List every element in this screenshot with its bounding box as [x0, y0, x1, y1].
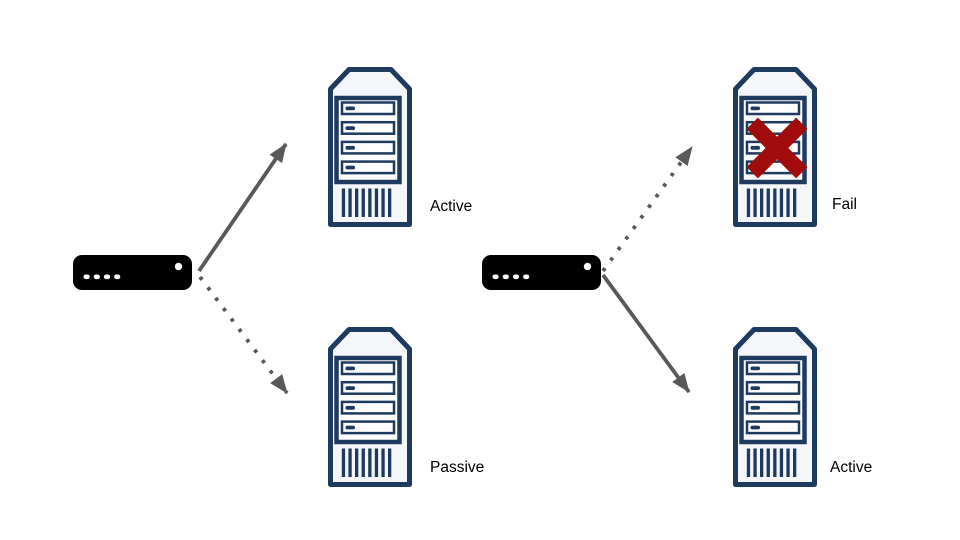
- right-cluster: [482, 70, 827, 485]
- server-label-fail-right: Fail: [832, 196, 857, 213]
- arrow-left-to-active-solid: [197, 142, 288, 273]
- network-device-icon: [482, 255, 601, 290]
- left-cluster: [73, 70, 410, 485]
- arrow-right-to-active-solid: [601, 273, 691, 394]
- server-label-passive-left: Passive: [430, 459, 485, 476]
- server-icon-active-right: [736, 330, 815, 485]
- network-device-icon: [73, 255, 192, 290]
- arrow-right-to-fail-dotted: [601, 145, 694, 273]
- server-label-active-left: Active: [430, 198, 473, 215]
- server-icon-passive-left: [331, 330, 410, 485]
- server-label-active-right: Active: [830, 459, 873, 476]
- arrow-left-to-passive-dotted: [198, 275, 289, 395]
- server-icon-active-left: [331, 70, 410, 225]
